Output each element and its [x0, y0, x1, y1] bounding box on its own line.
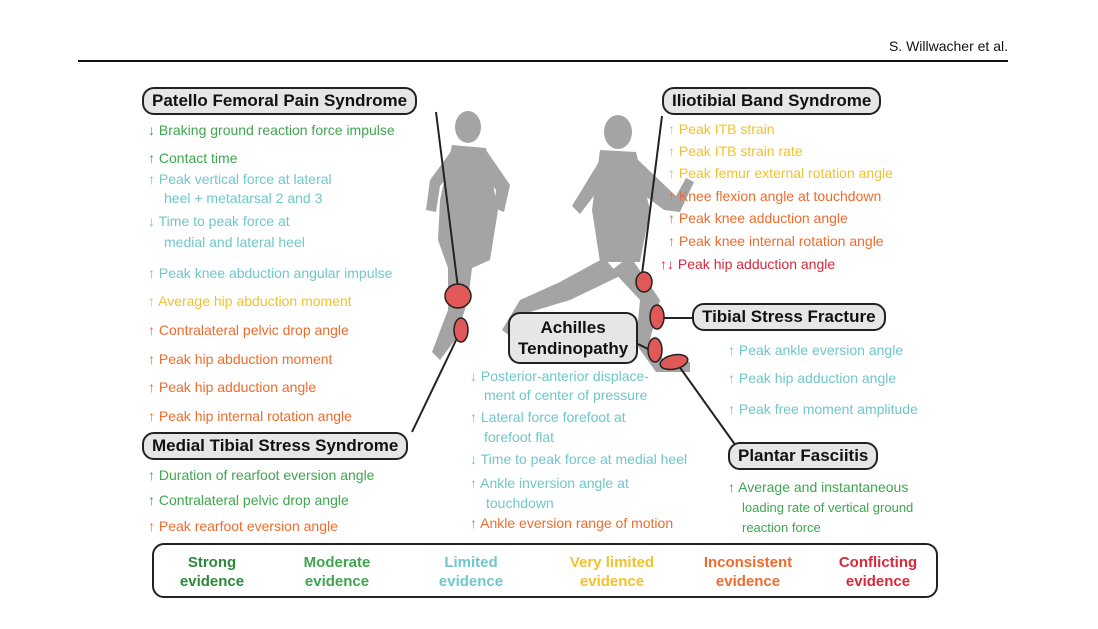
- achilles-item: ↑ Lateral force forefoot at: [470, 409, 626, 425]
- itbs-item: ↑ Peak knee internal rotation angle: [668, 233, 884, 249]
- plantar-title: Plantar Fasciitis: [728, 442, 879, 470]
- achilles-item: forefoot flat: [484, 429, 555, 445]
- runner-right-back-leg: [502, 258, 620, 336]
- legend-strong: Strong evidence: [162, 553, 262, 591]
- pfps-item: ↑ Peak hip internal rotation angle: [148, 408, 352, 424]
- legend-inconsistent: Inconsistent evidence: [688, 553, 808, 591]
- header-rule: [78, 60, 1008, 62]
- runner-left-arm: [480, 150, 510, 212]
- connector-itbs: [641, 115, 663, 275]
- legend-limited: Limited evidence: [416, 553, 526, 591]
- runner-left-head: [455, 111, 481, 143]
- plantar-item: reaction force: [742, 520, 821, 535]
- legend-label: evidence: [438, 573, 504, 590]
- tsf-item: ↑ Peak free moment amplitude: [728, 401, 918, 417]
- runner-right-arm: [632, 158, 694, 212]
- legend-label: Inconsistent: [703, 554, 793, 571]
- mtss-item: ↑ Contralateral pelvic drop angle: [148, 492, 349, 508]
- legend-very-limited: Very limited evidence: [552, 553, 672, 591]
- legend-label: Strong: [187, 554, 237, 571]
- achilles-item: ↑ Ankle eversion range of motion: [470, 515, 674, 531]
- legend-label: evidence: [845, 573, 911, 590]
- itbs-item: ↑↓ Peak hip adduction angle: [660, 256, 836, 272]
- plantar-item: ↑ Average and instantaneous: [728, 479, 909, 495]
- pfps-item: ↑ Contralateral pelvic drop angle: [148, 322, 349, 338]
- itbs-item: ↑ Peak ITB strain: [668, 121, 775, 137]
- pfps-item: ↓ Braking ground reaction force impulse: [148, 122, 395, 138]
- legend-label: evidence: [304, 573, 370, 590]
- evidence-legend: Strong evidence Moderate evidence Limite…: [152, 543, 938, 598]
- legend-label: Conflicting: [838, 554, 918, 571]
- itbs-item: ↑ Peak ITB strain rate: [668, 143, 803, 159]
- connector-pfps: [435, 111, 459, 289]
- achilles-title: Achilles Tendinopathy: [508, 312, 639, 364]
- legend-label: Moderate: [303, 554, 371, 571]
- runner-right-head: [604, 115, 632, 149]
- pfps-item: ↓ Time to peak force at: [148, 213, 290, 229]
- achilles-title-line1: Achilles: [540, 318, 606, 337]
- runner-left-body: [432, 145, 498, 360]
- itbs-item: ↑ Peak femur external rotation angle: [668, 165, 893, 181]
- connector-plantar: [675, 361, 737, 447]
- tsf-item: ↑ Peak hip adduction angle: [728, 370, 897, 386]
- marker-hip: [444, 283, 472, 309]
- pfps-item: ↑ Peak hip adduction angle: [148, 379, 317, 395]
- achilles-item: ↑ Ankle inversion angle at: [470, 475, 629, 491]
- marker-shin-left: [453, 317, 469, 343]
- pfps-item: ↑ Average hip abduction moment: [148, 293, 352, 309]
- marker-tibia-right: [649, 304, 665, 330]
- connector-mtss: [411, 331, 461, 433]
- legend-label: evidence: [179, 573, 245, 590]
- marker-achilles: [647, 337, 663, 363]
- achilles-item: touchdown: [486, 495, 554, 511]
- pfps-item: ↑ Peak hip abduction moment: [148, 351, 333, 367]
- mtss-item: ↑ Peak rearfoot eversion angle: [148, 518, 338, 534]
- marker-plantar: [659, 353, 689, 371]
- runner-right-arm2: [572, 160, 606, 214]
- pfps-item: ↑ Peak vertical force at lateral: [148, 171, 332, 187]
- pfps-item: medial and lateral heel: [164, 234, 305, 250]
- itbs-item: ↑ Peak knee adduction angle: [668, 210, 848, 226]
- achilles-item: ↓ Posterior-anterior displace-: [470, 368, 649, 384]
- legend-label: Very limited: [569, 554, 655, 571]
- legend-label: evidence: [579, 573, 645, 590]
- tsf-title: Tibial Stress Fracture: [692, 303, 886, 331]
- plantar-item: loading rate of vertical ground: [742, 500, 914, 515]
- tsf-item: ↑ Peak ankle eversion angle: [728, 342, 904, 358]
- mtss-title: Medial Tibial Stress Syndrome: [142, 432, 409, 460]
- legend-label: Limited: [444, 554, 498, 571]
- marker-knee-right: [635, 271, 653, 293]
- pfps-item: ↑ Peak knee abduction angular impulse: [148, 265, 393, 281]
- mtss-item: ↑ Duration of rearfoot eversion angle: [148, 467, 375, 483]
- achilles-title-line2: Tendinopathy: [518, 339, 629, 358]
- legend-label: evidence: [715, 573, 781, 590]
- header-author: S. Willwacher et al.: [888, 38, 1008, 54]
- legend-moderate: Moderate evidence: [282, 553, 392, 591]
- itbs-title: Iliotibial Band Syndrome: [662, 87, 882, 115]
- legend-conflicting: Conflicting evidence: [822, 553, 934, 591]
- achilles-item: ↓ Time to peak force at medial heel: [470, 451, 688, 467]
- achilles-item: ment of center of pressure: [484, 387, 648, 403]
- pfps-item: ↑ Contact time: [148, 150, 238, 166]
- pfps-title: Patello Femoral Pain Syndrome: [142, 87, 418, 115]
- itbs-item: ↑ Knee flexion angle at touchdown: [668, 188, 882, 204]
- pfps-item: heel + metatarsal 2 and 3: [164, 190, 323, 206]
- runner-left-arm2: [426, 150, 456, 212]
